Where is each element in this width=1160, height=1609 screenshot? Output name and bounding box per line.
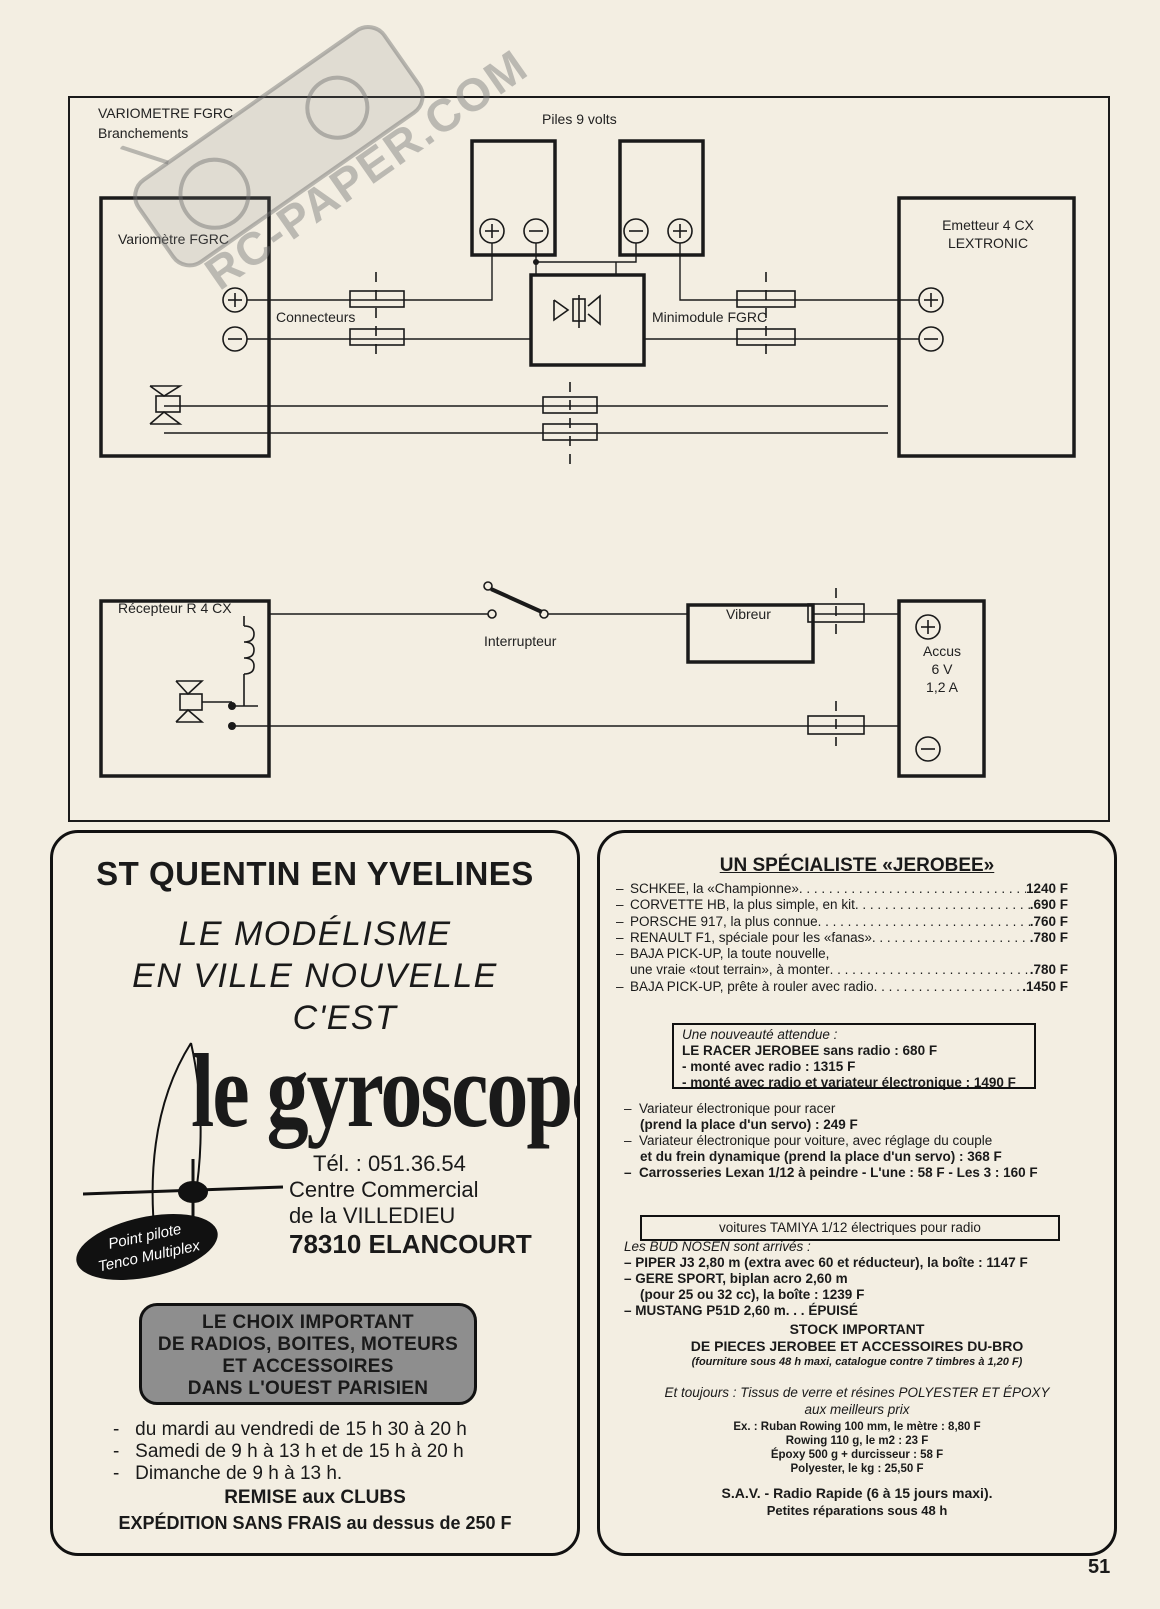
product-row: une vraie «tout terrain», à monter.780 F xyxy=(616,962,1068,978)
hours-line3: Dimanche de 9 h à 13 h. xyxy=(113,1463,467,1485)
sav-line1: S.A.V. - Radio Rapide (6 à 15 jours maxi… xyxy=(721,1485,993,1501)
accu-box xyxy=(897,599,986,778)
always-line2: aux meilleurs prix xyxy=(804,1402,910,1417)
ad-address-line3: 78310 ELANCOURT xyxy=(289,1229,532,1259)
connectors-label: Connecteurs xyxy=(276,309,356,325)
wires xyxy=(164,243,919,727)
relay-symbols xyxy=(149,385,255,723)
news-line2: - monté avec radio : 1315 F xyxy=(682,1059,856,1074)
variator-line1: – Variateur électronique pour racer xyxy=(624,1101,836,1116)
variator-line3: – Variateur électronique pour voiture, a… xyxy=(624,1133,993,1148)
ad-slogan-line2: EN VILLE NOUVELLE xyxy=(132,957,498,995)
shipping-note: EXPÉDITION SANS FRAIS au dessus de 250 F xyxy=(118,1513,512,1533)
batteries-label: Piles 9 volts xyxy=(542,111,617,127)
choice-line2: DE RADIOS, BOITES, MOTEURS xyxy=(157,1334,459,1355)
example-line1: Ex. : Ruban Rowing 100 mm, le mètre : 8,… xyxy=(733,1421,981,1433)
stock-line1: STOCK IMPORTANT xyxy=(789,1321,925,1337)
diagram-frame xyxy=(68,96,1110,822)
gyroscope-logo: le gyroscope xyxy=(191,1033,580,1150)
product-row: –SCHKEE, la «Championne»1240 F xyxy=(616,881,1068,897)
bud-line3: (pour 25 ou 32 cc), la boîte : 1239 F xyxy=(640,1287,865,1302)
example-line3: Époxy 500 g + durcisseur : 58 F xyxy=(770,1449,944,1461)
bud-line4: – MUSTANG P51D 2,60 m. . . ÉPUISÉ xyxy=(624,1303,858,1318)
diagram-subtitle: Branchements xyxy=(98,125,189,141)
news-line1: LE RACER JEROBEE sans radio : 680 F xyxy=(682,1043,938,1058)
variator-line2: (prend la place d'un servo) : 249 F xyxy=(640,1117,858,1132)
page-number: 51 xyxy=(1088,1556,1111,1578)
ad-address-line1: Centre Commercial xyxy=(289,1177,479,1202)
hours-line1: du mardi au vendredi de 15 h 30 à 20 h xyxy=(113,1419,467,1441)
bud-line2: – GERE SPORT, biplan acro 2,60 m xyxy=(624,1271,848,1286)
jerobee-title: UN SPÉCIALISTE «JEROBEE» xyxy=(719,855,995,876)
product-list: –SCHKEE, la «Championne»1240 F –CORVETTE… xyxy=(616,881,1068,995)
sav-line2: Petites réparations sous 48 h xyxy=(766,1503,948,1518)
diagram-title: VARIOMETRE FGRC xyxy=(98,105,234,121)
example-line4: Polyester, le kg : 25,50 F xyxy=(790,1463,924,1475)
variator-line4: et du frein dynamique (prend la place d'… xyxy=(640,1149,1002,1164)
product-row: –BAJA PICK-UP, la toute nouvelle, xyxy=(616,946,830,962)
ad-address-line2: de la VILLEDIEU xyxy=(289,1203,456,1228)
choice-line1: LE CHOIX IMPORTANT xyxy=(202,1312,414,1333)
watermark-graphic xyxy=(120,25,425,268)
receiver-box xyxy=(99,599,271,778)
ad-phone: Tél. : 051.36.54 xyxy=(313,1151,466,1176)
watermark-stamp: RC-PAPER.COM xyxy=(88,0,537,300)
tamiya-box: voitures TAMIYA 1/12 électriques pour ra… xyxy=(640,1215,1060,1241)
product-row: –CORVETTE HB, la plus simple, en kit.690… xyxy=(616,897,1068,913)
opening-hours: du mardi au vendredi de 15 h 30 à 20 h S… xyxy=(113,1419,467,1485)
transmitter-label: Emetteur 4 CX LEXTRONIC xyxy=(942,217,1034,251)
variator-line5: – Carrosseries Lexan 1/12 à peindre - L'… xyxy=(624,1165,1038,1180)
bud-line1: – PIPER J3 2,80 m (extra avec 60 et rédu… xyxy=(624,1255,1028,1270)
junction-dots xyxy=(228,259,539,730)
accu-label: Accus 6 V 1,2 A xyxy=(922,643,962,695)
choice-box: LE CHOIX IMPORTANT DE RADIOS, BOITES, MO… xyxy=(139,1303,477,1405)
transmitter-box xyxy=(897,196,1076,458)
battery-left xyxy=(470,139,557,257)
ad-city-title: ST QUENTIN EN YVELINES xyxy=(96,855,534,892)
receiver-label: Récepteur R 4 CX xyxy=(118,600,232,616)
terminal-signs xyxy=(228,224,938,750)
ad-gyroscope: ST QUENTIN EN YVELINES LE MODÉLISME EN V… xyxy=(50,830,580,1556)
wiring-diagram: VARIOMETRE FGRC Branchements Piles 9 vol… xyxy=(68,96,1112,822)
battery-right xyxy=(618,139,705,257)
stock-line3: (fourniture sous 48 h maxi, catalogue co… xyxy=(691,1356,1023,1368)
hours-line2: Samedi de 9 h à 13 h et de 15 h à 20 h xyxy=(113,1441,467,1463)
clubs-discount: REMISE aux CLUBS xyxy=(224,1487,406,1508)
ad-slogan-line1: LE MODÉLISME xyxy=(178,915,452,953)
switch-symbol xyxy=(483,581,549,619)
product-row: –BAJA PICK-UP, prête à rouler avec radio… xyxy=(616,979,1068,995)
variometer-box xyxy=(99,196,271,458)
choice-line3: ET ACCESSOIRES xyxy=(222,1356,394,1377)
wiring-diagram-drawing xyxy=(68,96,1110,822)
minimodule-symbol xyxy=(553,294,601,328)
variometer-label: Variomètre FGRC xyxy=(118,231,229,247)
news-line3: - monté avec radio et variateur électron… xyxy=(682,1075,1016,1090)
news-box: Une nouveauté attendue : LE RACER JEROBE… xyxy=(672,1023,1036,1090)
product-row: –RENAULT F1, spéciale pour les «fanas».7… xyxy=(616,930,1068,946)
ad-slogan-line3: C'EST xyxy=(292,999,398,1037)
example-line2: Rowing 110 g, le m2 : 23 F xyxy=(785,1435,929,1447)
news-title: Une nouveauté attendue : xyxy=(682,1027,838,1042)
ad-jerobee: UN SPÉCIALISTE «JEROBEE» –SCHKEE, la «Ch… xyxy=(597,830,1117,1556)
product-row: –PORSCHE 917, la plus connue.760 F xyxy=(616,914,1068,930)
always-line1: Et toujours : Tissus de verre et résines… xyxy=(664,1385,1050,1400)
stock-line2: DE PIECES JEROBEE ET ACCESSOIRES DU-BRO xyxy=(690,1338,1024,1354)
connectors xyxy=(349,272,865,746)
switch-label: Interrupteur xyxy=(484,633,557,649)
choice-line4: DANS L'OUEST PARISIEN xyxy=(187,1378,429,1399)
vibrator-label: Vibreur xyxy=(726,606,771,622)
minimodule-label: Minimodule FGRC xyxy=(652,309,768,325)
vibrator-box xyxy=(686,603,815,664)
minimodule-box xyxy=(529,273,646,367)
glider-illustration xyxy=(83,1042,284,1240)
bud-title: Les BUD NOSEN sont arrivés : xyxy=(624,1239,811,1254)
